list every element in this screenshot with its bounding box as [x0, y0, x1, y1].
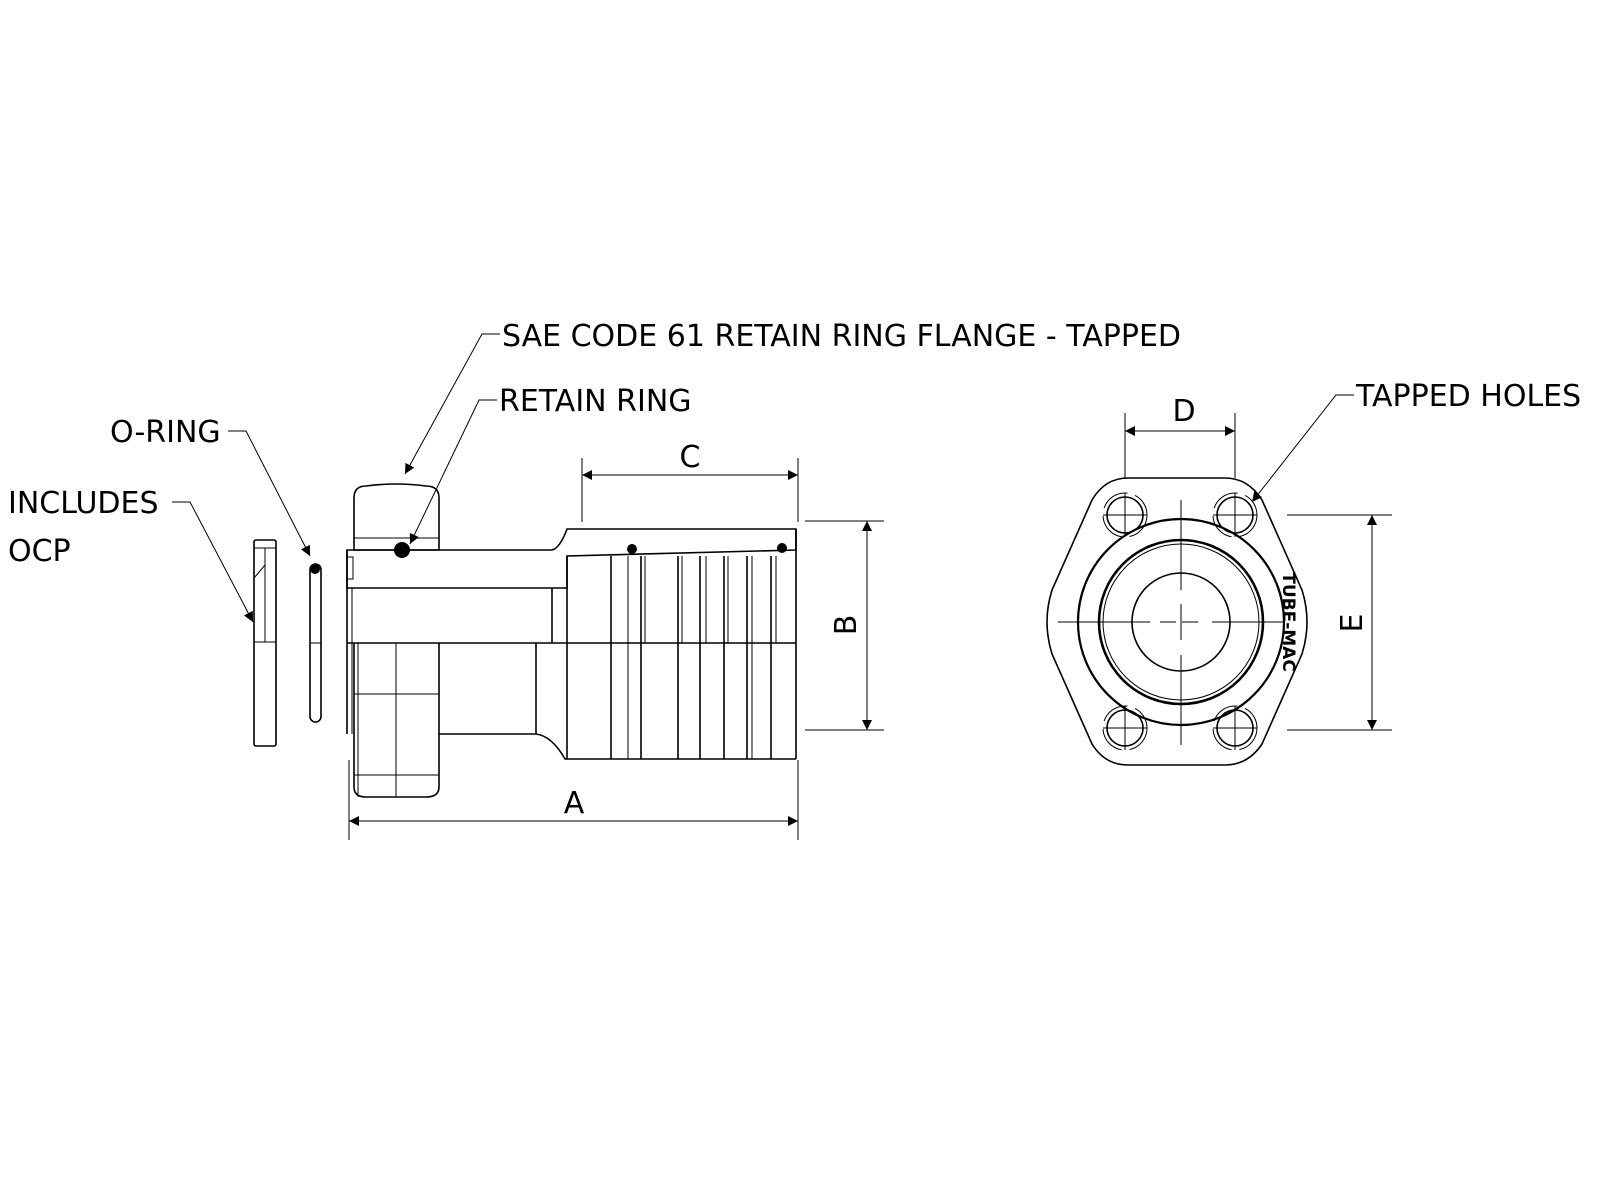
- label-o-ring: O-RING: [110, 415, 221, 450]
- flange-clamp: [353, 483, 440, 798]
- label-retain-ring: RETAIN RING: [499, 384, 692, 419]
- dimension-b-label: B: [829, 615, 864, 636]
- callout-retain-ring: RETAIN RING: [409, 384, 692, 545]
- tapped-hole: [1102, 492, 1148, 538]
- label-flange: SAE CODE 61 RETAIN RING FLANGE - TAPPED: [502, 319, 1181, 354]
- flange-outline: [1046, 477, 1308, 766]
- tapped-holes: [1102, 492, 1258, 751]
- flange-end-view: TUBE-MAC D E: [1046, 394, 1392, 766]
- ocp-washer: [253, 539, 277, 747]
- dimension-e: E: [1287, 514, 1392, 731]
- centerlines: [1058, 500, 1284, 745]
- dimension-e-label: E: [1335, 614, 1370, 633]
- dimension-c: C: [581, 440, 799, 522]
- seal-dot: [777, 543, 787, 553]
- callout-flange: SAE CODE 61 RETAIN RING FLANGE - TAPPED: [404, 319, 1181, 475]
- dimension-d-label: D: [1172, 394, 1195, 429]
- nose-grooves: [610, 556, 777, 759]
- dimension-d: D: [1124, 394, 1236, 478]
- dimension-a: A: [348, 760, 799, 840]
- retain-ring-section: [394, 542, 410, 558]
- callout-ocp: INCLUDES OCP: [8, 486, 254, 623]
- label-includes: INCLUDES: [8, 486, 159, 521]
- seal-dot: [627, 544, 637, 554]
- dimension-b: B: [805, 520, 884, 731]
- dimension-a-label: A: [564, 786, 585, 821]
- side-view: C B A: [253, 440, 884, 840]
- label-tapped-holes: TAPPED HOLES: [1355, 379, 1581, 414]
- dimension-c-label: C: [680, 440, 701, 475]
- tapped-hole: [1212, 705, 1258, 751]
- tapped-hole: [1212, 492, 1258, 538]
- body-outline: [346, 529, 797, 760]
- label-ocp: OCP: [8, 534, 71, 569]
- tapped-hole: [1102, 705, 1148, 751]
- brand-mark: TUBE-MAC: [1278, 572, 1298, 672]
- callout-tapped-holes: TAPPED HOLES: [1251, 379, 1581, 503]
- o-ring-part: [309, 563, 322, 723]
- callout-o-ring: O-RING: [110, 415, 311, 557]
